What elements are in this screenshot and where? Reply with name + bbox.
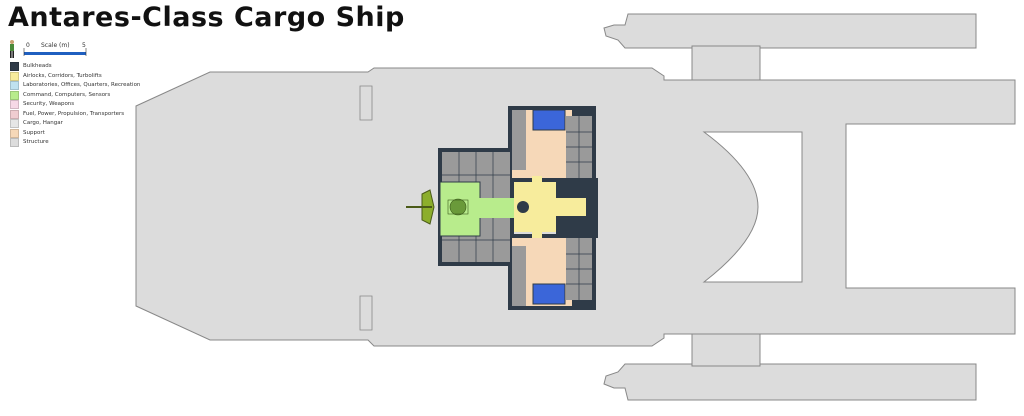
figure-leg <box>12 51 14 58</box>
legend-swatch <box>10 62 19 72</box>
legend-label: Security, Weapons <box>23 101 75 108</box>
lower-side-racks <box>512 246 526 306</box>
legend-item: Fuel, Power, Propulsion, Transporters <box>10 109 140 120</box>
scale-bar: 0 Scale (m) 5 <box>6 38 116 64</box>
legend-swatch <box>10 81 19 91</box>
legend-swatch <box>10 90 19 100</box>
legend-item: Support <box>10 128 140 139</box>
upper-side-racks <box>512 110 526 170</box>
legend-swatch <box>10 71 19 81</box>
legend-swatch <box>10 100 19 110</box>
lower-cargo-grid <box>566 238 592 300</box>
legend-swatch <box>10 128 19 138</box>
legend-label: Support <box>23 129 45 136</box>
command-corridor <box>478 198 518 218</box>
page-title: Antares-Class Cargo Ship <box>8 2 405 33</box>
scale-bar-fill <box>24 52 86 55</box>
legend-swatch <box>10 119 19 129</box>
legend-label: Bulkheads <box>23 63 52 70</box>
corridor-stub <box>532 230 542 238</box>
scale-figure <box>10 40 87 58</box>
legend-label: Structure <box>23 139 49 146</box>
legend-swatch <box>10 109 19 119</box>
legend-swatch <box>10 138 19 148</box>
hull-notch <box>359 85 373 121</box>
scale-max-label: 5 <box>82 42 86 49</box>
legend-item: Structure <box>10 138 140 148</box>
upper-fuel-tank <box>532 109 566 131</box>
turbolift <box>517 201 529 213</box>
legend-item: Cargo, Hangar <box>10 119 140 129</box>
hull-notch <box>359 295 373 331</box>
nacelle-top <box>603 13 977 49</box>
scale-min-label: 0 <box>26 42 30 49</box>
corridor-stub <box>532 176 542 184</box>
figure-leg <box>10 51 12 58</box>
legend-label: Fuel, Power, Propulsion, Transporters <box>23 110 125 117</box>
upper-cargo-grid <box>566 116 592 178</box>
aft-corridor <box>552 198 586 216</box>
figure-body <box>10 44 14 51</box>
lower-fuel-tank <box>532 283 566 305</box>
scale-title-label: Scale (m) <box>41 42 70 49</box>
legend-item: Bulkheads <box>10 62 140 72</box>
legend-label: Cargo, Hangar <box>23 120 63 127</box>
legend-item: Security, Weapons <box>10 100 140 110</box>
legend-item: Airlocks, Corridors, Turbolifts <box>10 71 140 82</box>
legend-label: Laboratories, Offices, Quarters, Recreat… <box>23 82 141 89</box>
nacelle-bottom <box>603 363 977 401</box>
legend-item: Command, Computers, Sensors <box>10 90 140 101</box>
figure-head <box>10 40 14 44</box>
hull-aft-cutout <box>702 131 803 283</box>
legend-item: Laboratories, Offices, Quarters, Recreat… <box>10 81 140 91</box>
legend-label: Command, Computers, Sensors <box>23 91 111 98</box>
command-console <box>447 198 469 216</box>
legend-label: Airlocks, Corridors, Turbolifts <box>23 72 102 79</box>
